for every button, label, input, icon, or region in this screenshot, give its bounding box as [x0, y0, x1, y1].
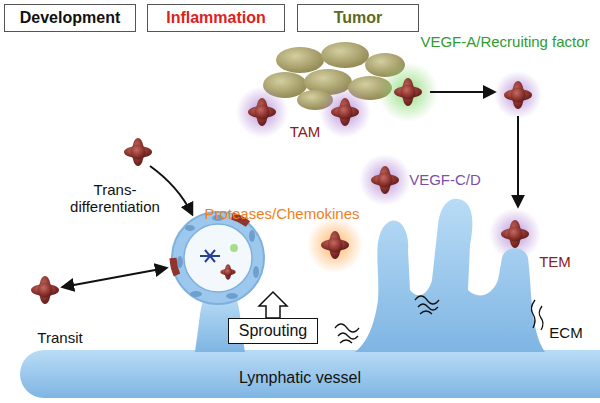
header-box: Inflammation	[147, 4, 285, 32]
cell-label: TAM	[290, 123, 321, 140]
hollow-arrow	[259, 292, 287, 318]
structure-label: ECM	[549, 324, 582, 341]
macrophages	[31, 78, 532, 304]
factor-label: Proteases/Chemokines	[204, 205, 359, 222]
factor-label: VEGF-C/D	[409, 171, 481, 188]
node-text: Development	[20, 9, 120, 27]
structure-label: Lymphatic vessel	[239, 369, 361, 387]
cell-label: TEM	[539, 253, 571, 270]
node-text: Inflammation	[166, 9, 266, 27]
node-text: Sprouting	[239, 322, 308, 340]
vessel-cross-section	[172, 212, 264, 304]
header-box: Development	[4, 4, 136, 32]
factor-label: VEGF-A/Recruiting factor	[420, 33, 589, 50]
node-text: Tumor	[334, 9, 383, 27]
header-box: Tumor	[297, 4, 419, 32]
process-label: Trans- differentiation	[59, 181, 171, 216]
lymphatic-vessel	[20, 199, 600, 398]
process-label: Transit	[37, 329, 82, 346]
process-box: Sprouting	[228, 318, 318, 344]
ecm-fibers	[335, 296, 543, 343]
